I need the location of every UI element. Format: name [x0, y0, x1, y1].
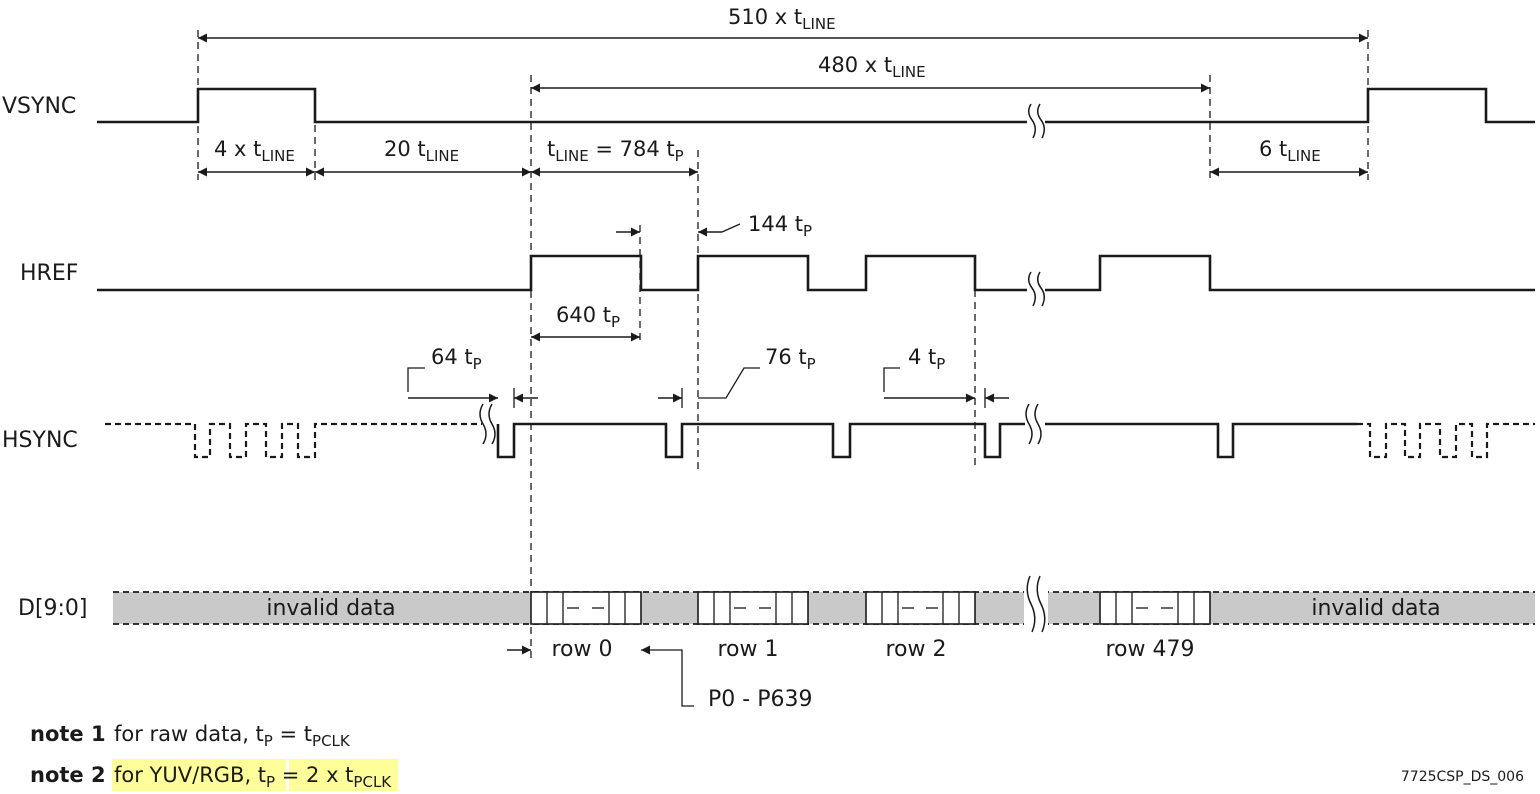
dim-hsync-lead: 64 tP	[407, 345, 538, 408]
note-2-highlight-a	[112, 759, 286, 791]
dim-vsync-pulse-label: 4 x tLINE	[214, 137, 295, 165]
dim-frame-active: 480 x tLINE	[531, 53, 1210, 93]
dim-href-high-label: 640 tP	[556, 303, 620, 331]
dim-line-period: tLINE = 784 tP	[531, 137, 698, 177]
data-bus-label: D[9:0]	[18, 596, 88, 621]
vsync-label: VSYNC	[2, 94, 76, 119]
vsync-waveform	[97, 87, 1535, 139]
note-1-text: for raw data, tP = tPCLK	[114, 722, 351, 750]
dim-vsync-back-porch: 20 tLINE	[315, 137, 531, 177]
pixel-block-row-479	[1099, 591, 1211, 625]
note-2-title: note 2	[30, 763, 106, 787]
pixel-block-row-2	[865, 591, 976, 625]
dim-hsync-back-label: 76 tP	[765, 345, 816, 373]
document-id: 7725CSP_DS_006	[1401, 769, 1524, 785]
dim-vsync-front-porch-label: 6 tLINE	[1259, 137, 1321, 165]
invalid-data-right: invalid data	[1311, 596, 1440, 621]
dim-vsync-pulse: 4 x tLINE	[198, 137, 315, 177]
dim-hsync-front: 4 tP	[883, 345, 1009, 408]
dim-frame-total-label: 510 x tLINE	[728, 5, 836, 33]
row-label-2: row 2	[885, 637, 946, 662]
dim-href-low: 144 tP	[616, 212, 812, 240]
pixel-block-row-1	[697, 591, 809, 625]
note-2-highlight-b	[289, 759, 398, 791]
hsync-label: HSYNC	[2, 428, 78, 453]
dim-frame-total: 510 x tLINE	[198, 5, 1368, 43]
dim-hsync-lead-label: 64 tP	[431, 345, 482, 373]
notes: note 1 for raw data, tP = tPCLK note 2 f…	[30, 722, 1524, 791]
dim-vsync-front-porch: 6 tLINE	[1210, 137, 1368, 177]
pixel-block-row-0	[530, 591, 642, 625]
href-label: HREF	[20, 261, 78, 286]
href-waveform	[97, 254, 1535, 307]
dim-hsync-back: 76 tP	[658, 345, 816, 408]
dim-href-high: 640 tP	[531, 303, 640, 342]
dim-frame-active-label: 480 x tLINE	[818, 53, 926, 81]
note-1-title: note 1	[30, 722, 106, 746]
hsync-waveform	[105, 403, 1535, 459]
dim-line-period-label: tLINE = 784 tP	[547, 137, 684, 165]
row-label-479: row 479	[1106, 637, 1195, 662]
pixel-range-label: P0 - P639	[708, 687, 812, 712]
data-bus: invalid data invalid data row 0 row 1 ro…	[113, 575, 1535, 712]
dim-hsync-front-label: 4 tP	[908, 345, 945, 373]
dim-vsync-back-porch-label: 20 tLINE	[384, 137, 459, 165]
row-label-1: row 1	[717, 637, 778, 662]
invalid-data-left: invalid data	[266, 596, 395, 621]
dim-href-low-label: 144 tP	[748, 212, 812, 240]
note-2-text: for YUV/RGB, tP = 2 x tPCLK	[114, 763, 392, 791]
row-label-0: row 0	[551, 637, 612, 662]
